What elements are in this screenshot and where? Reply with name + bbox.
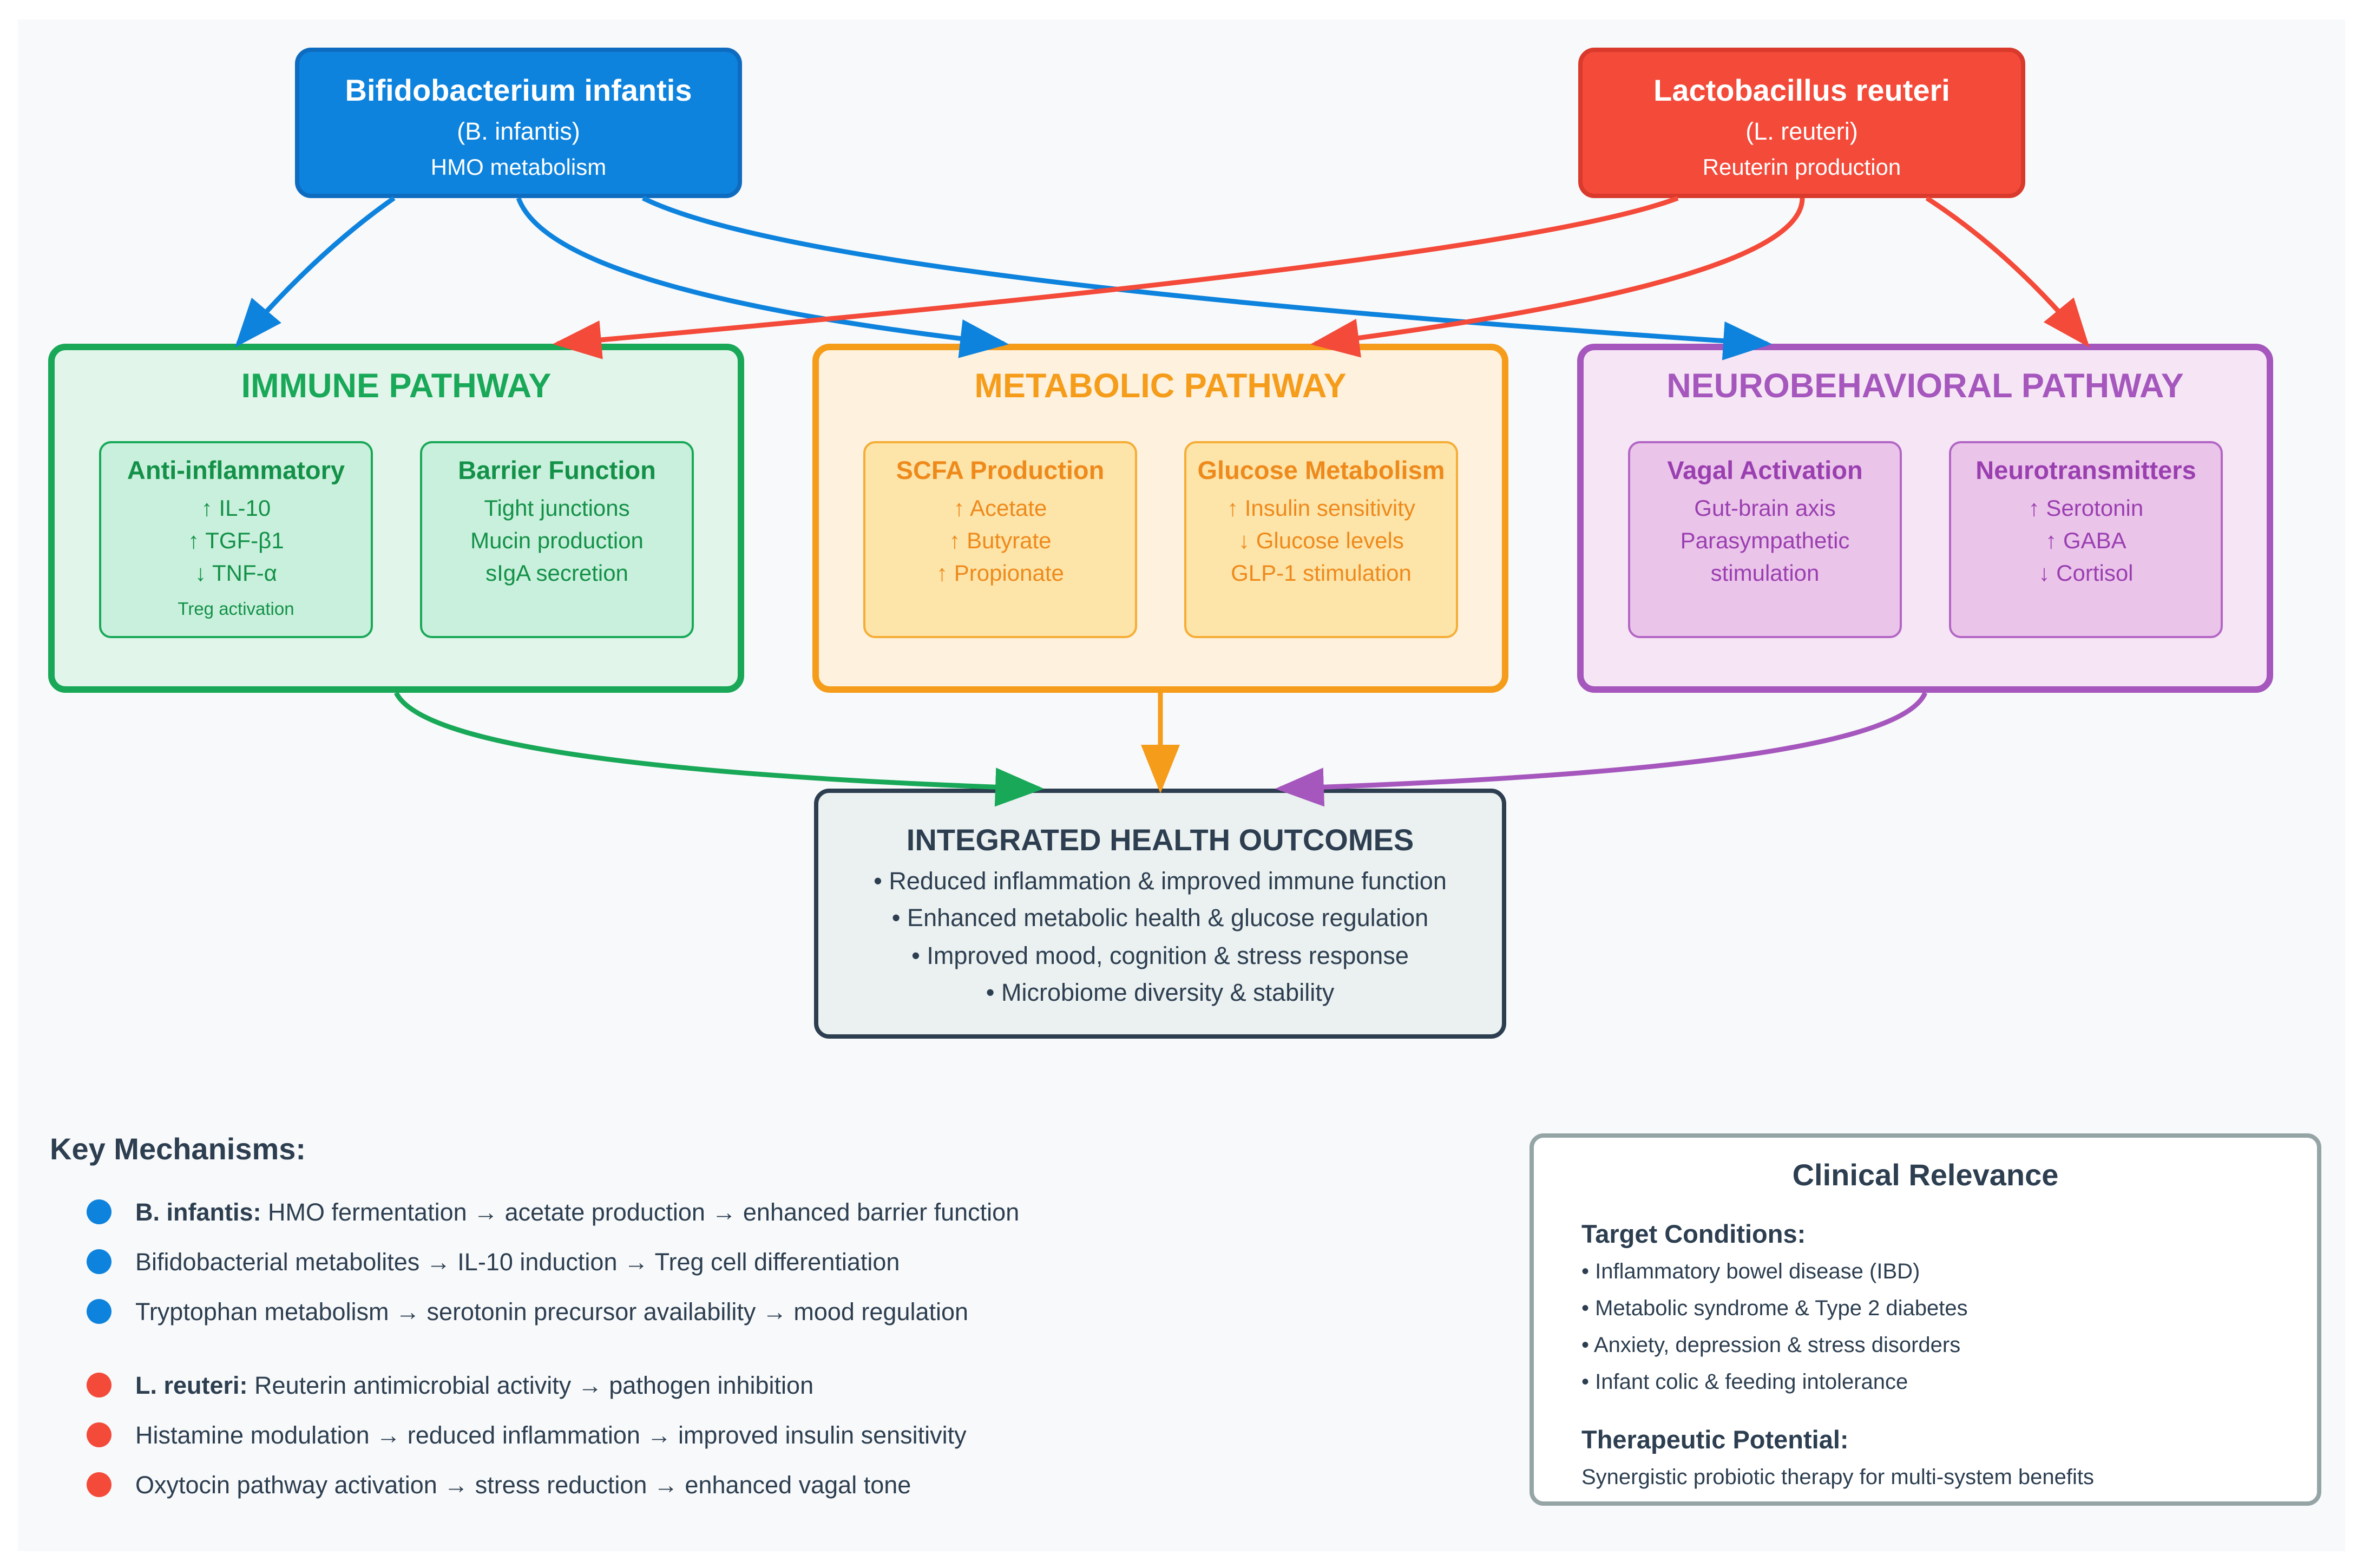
card-item: ↑ Serotonin (2028, 495, 2144, 521)
card-item: Treg activation (178, 599, 294, 619)
card-item: ↓ TNF-α (195, 560, 277, 586)
outcome-item: • Improved mood, cognition & stress resp… (911, 942, 1409, 969)
card-item: sIgA secretion (485, 560, 628, 586)
card-item: ↑ Insulin sensitivity (1227, 495, 1415, 521)
therapeutic-potential-text: Synergistic probiotic therapy for multi-… (1581, 1465, 2095, 1489)
bullet-dot (87, 1472, 111, 1497)
b-infantis-description: HMO metabolism (430, 154, 607, 180)
metabolic-pathway-box: METABOLIC PATHWAY SCFA Production ↑ Acet… (812, 344, 1508, 693)
card-title: SCFA Production (896, 456, 1105, 484)
mechanism-item: Bifidobacterial metabolites → IL-10 indu… (135, 1246, 900, 1278)
l-reuteri-description: Reuterin production (1702, 154, 1901, 180)
b-infantis-box: Bifidobacterium infantis (B. infantis) H… (295, 48, 742, 198)
card-item: ↑ Acetate (953, 495, 1047, 521)
card-item: Gut-brain axis (1694, 495, 1836, 521)
mechanism-label: L. reuteri: (135, 1372, 248, 1399)
l-reuteri-title: Lactobacillus reuteri (1653, 73, 1950, 107)
target-conditions-heading: Target Conditions: (1581, 1219, 1806, 1248)
mechanism-text: Oxytocin pathway activation → stress red… (135, 1471, 911, 1499)
card-item: ↑ Butyrate (949, 528, 1052, 553)
mechanism-item: Histamine modulation → reduced inflammat… (135, 1419, 967, 1452)
clinical-title: Clinical Relevance (1792, 1158, 2059, 1192)
b-infantis-subtitle: (B. infantis) (457, 117, 580, 145)
immune-pathway-title: IMMUNE PATHWAY (241, 367, 552, 405)
mechanism-text: HMO fermentation → acetate production → … (261, 1198, 1020, 1226)
target-condition-item: • Infant colic & feeding intolerance (1581, 1370, 1908, 1394)
mechanism-item: L. reuteri: Reuterin antimicrobial activ… (135, 1369, 813, 1402)
outcomes-title: INTEGRATED HEALTH OUTCOMES (906, 823, 1414, 857)
outcome-item: • Reduced inflammation & improved immune… (874, 867, 1447, 895)
bullet-dot (87, 1299, 111, 1324)
therapeutic-potential-heading: Therapeutic Potential: (1581, 1425, 1849, 1454)
card-title: Anti-inflammatory (127, 456, 345, 484)
clinical-relevance-box: Clinical Relevance Target Conditions: • … (1530, 1133, 2321, 1506)
card-item: ↑ Propionate (936, 560, 1064, 586)
mechanism-text: Tryptophan metabolism → serotonin precur… (135, 1298, 969, 1326)
b-infantis-title: Bifidobacterium infantis (345, 73, 692, 107)
card-title: Neurotransmitters (1975, 456, 2196, 484)
neurobehavioral-pathway-box: NEUROBEHAVIORAL PATHWAY Vagal Activation… (1577, 344, 2273, 693)
glucose-metabolism-card: Glucose Metabolism ↑ Insulin sensitivity… (1184, 441, 1458, 638)
outcome-item: • Enhanced metabolic health & glucose re… (891, 904, 1429, 931)
bullet-dot (87, 1422, 111, 1447)
neurotransmitters-card: Neurotransmitters ↑ Serotonin ↑ GABA ↓ C… (1949, 441, 2223, 638)
barrier-function-card: Barrier Function Tight junctions Mucin p… (420, 441, 694, 638)
mechanism-text: Reuterin antimicrobial activity → pathog… (247, 1372, 814, 1399)
card-item: ↑ GABA (2045, 528, 2126, 553)
card-item: stimulation (1710, 560, 1820, 586)
neurobehavioral-pathway-title: NEUROBEHAVIORAL PATHWAY (1666, 367, 2184, 405)
card-item: Mucin production (470, 528, 644, 553)
card-item: GLP-1 stimulation (1231, 560, 1412, 586)
anti-inflammatory-card: Anti-inflammatory ↑ IL-10 ↑ TGF-β1 ↓ TNF… (99, 441, 373, 638)
vagal-activation-card: Vagal Activation Gut-brain axis Parasymp… (1628, 441, 1902, 638)
card-item: Tight junctions (484, 495, 630, 521)
outcome-item: • Microbiome diversity & stability (986, 979, 1335, 1006)
scfa-production-card: SCFA Production ↑ Acetate ↑ Butyrate ↑ P… (863, 441, 1137, 638)
immune-pathway-box: IMMUNE PATHWAY Anti-inflammatory ↑ IL-10… (48, 344, 744, 693)
key-mechanisms-title: Key Mechanisms: (50, 1132, 306, 1166)
l-reuteri-box: Lactobacillus reuteri (L. reuteri) Reute… (1578, 48, 2025, 198)
bullet-dot (87, 1199, 111, 1224)
bullet-dot (87, 1249, 111, 1274)
card-item: Parasympathetic (1680, 528, 1850, 553)
mechanism-item: Oxytocin pathway activation → stress red… (135, 1469, 911, 1501)
mechanism-item: B. infantis: HMO fermentation → acetate … (135, 1196, 1019, 1229)
mechanism-text: Bifidobacterial metabolites → IL-10 indu… (135, 1248, 900, 1276)
integrated-outcomes-box: INTEGRATED HEALTH OUTCOMES • Reduced inf… (814, 789, 1506, 1039)
l-reuteri-subtitle: (L. reuteri) (1745, 117, 1858, 145)
card-item: ↓ Cortisol (2038, 560, 2134, 586)
target-condition-item: • Anxiety, depression & stress disorders (1581, 1333, 1961, 1357)
card-title: Barrier Function (458, 456, 656, 484)
mechanism-label: B. infantis: (135, 1198, 261, 1226)
target-condition-item: • Inflammatory bowel disease (IBD) (1581, 1259, 1920, 1283)
mechanism-item: Tryptophan metabolism → serotonin precur… (135, 1296, 968, 1328)
card-title: Glucose Metabolism (1197, 456, 1445, 484)
card-item: ↑ IL-10 (201, 495, 271, 521)
card-item: ↓ Glucose levels (1238, 528, 1404, 553)
target-condition-item: • Metabolic syndrome & Type 2 diabetes (1581, 1296, 1968, 1320)
metabolic-pathway-title: METABOLIC PATHWAY (974, 367, 1347, 405)
bullet-dot (87, 1373, 111, 1398)
card-item: ↑ TGF-β1 (188, 528, 284, 553)
mechanism-text: Histamine modulation → reduced inflammat… (135, 1421, 967, 1449)
card-title: Vagal Activation (1667, 456, 1863, 484)
